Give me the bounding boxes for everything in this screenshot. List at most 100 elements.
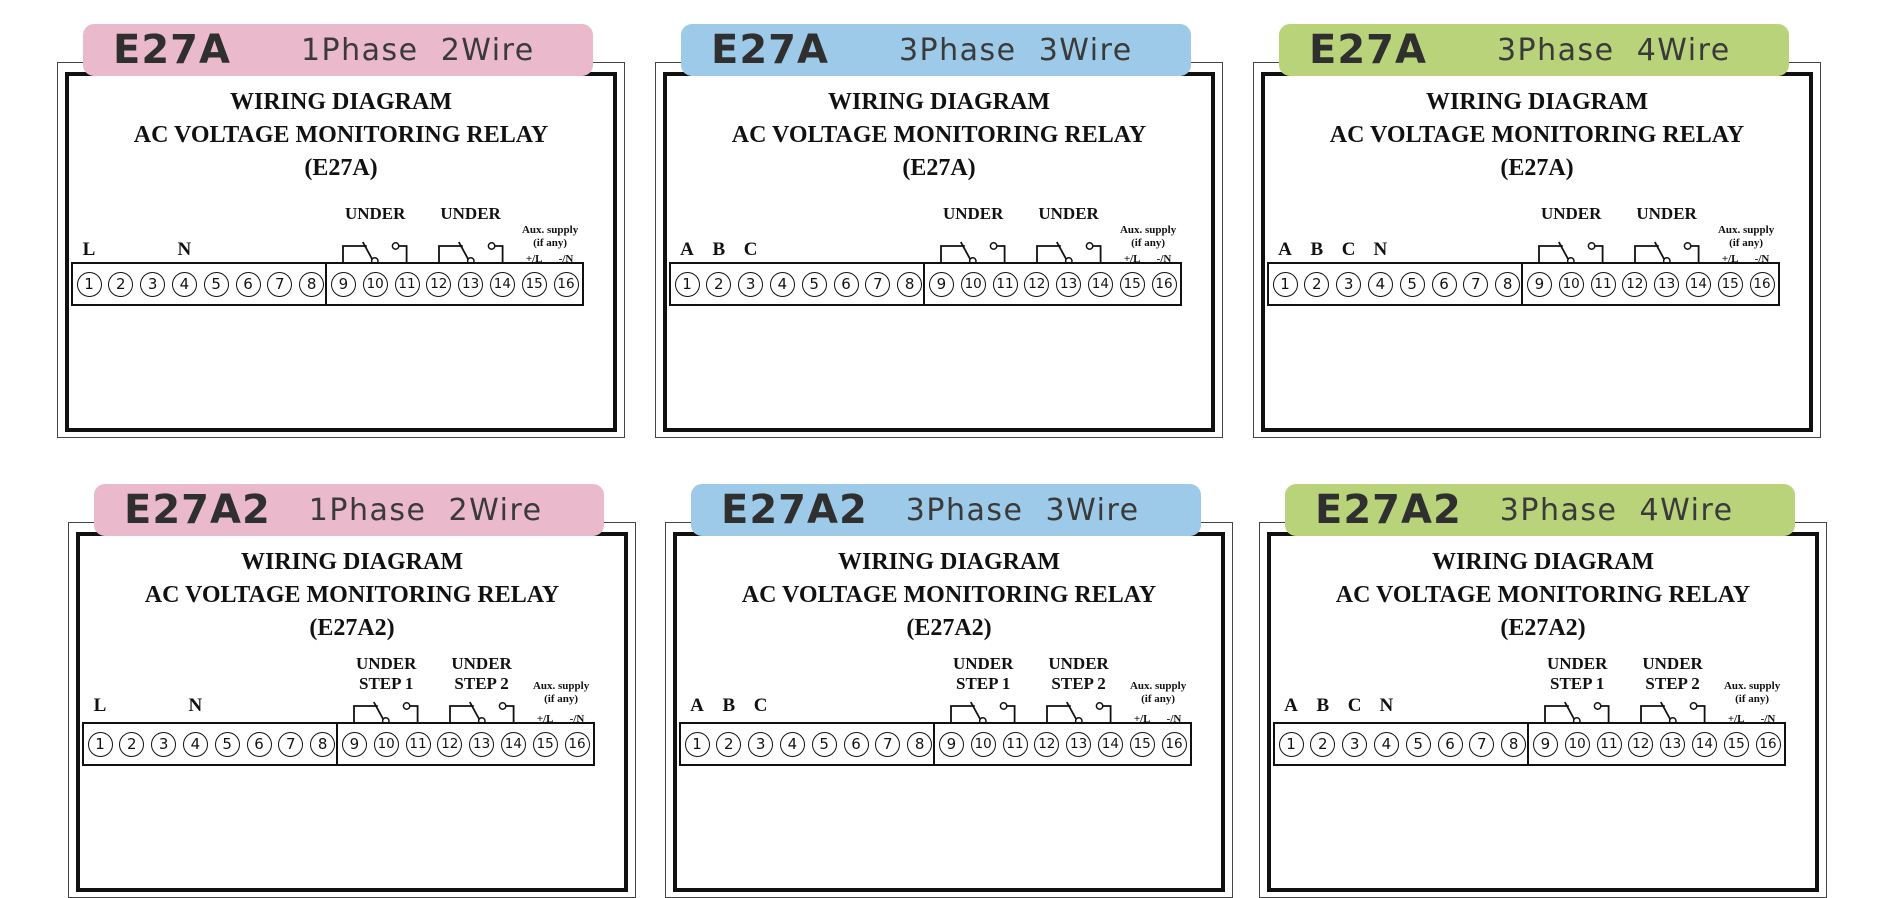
input-label: A [1284, 695, 1298, 716]
input-label: N [1379, 695, 1394, 716]
aux-supply-label: Aux. supply [1129, 680, 1187, 692]
terminal-number: 9 [928, 271, 954, 297]
terminal-number: 12 [1034, 731, 1060, 757]
terminal-number: 16 [1749, 271, 1775, 297]
terminal-number: 16 [553, 271, 579, 297]
terminal-number: 4 [182, 731, 208, 757]
input-label: L [82, 239, 96, 260]
terminal-number: 1 [674, 271, 700, 297]
aux-supply-note: (if any) [1729, 237, 1764, 249]
phase-wire-spec: 1Phase 2Wire [300, 32, 535, 68]
terminal-number: 5 [811, 731, 837, 757]
panel-inner-frame [76, 532, 628, 892]
diagram-title-line: (E27A) [304, 155, 378, 181]
relay-label: UNDER [355, 654, 417, 673]
terminal-number: 1 [1272, 271, 1298, 297]
terminal-number: 6 [1431, 271, 1457, 297]
terminal-number: 10 [960, 271, 986, 297]
relay-label: UNDER [451, 654, 512, 673]
terminal-number: 15 [1723, 731, 1749, 757]
terminal-number: 8 [1501, 731, 1527, 757]
diagram-title-line: (E27A2) [309, 615, 395, 641]
diagram-title-line: (E27A) [1500, 155, 1574, 181]
model-name: E27A2 [1315, 487, 1462, 533]
terminal-number: 15 [532, 731, 558, 757]
terminal-number: 11 [992, 271, 1018, 297]
terminal-number: 10 [1558, 271, 1584, 297]
input-label: N [177, 239, 192, 260]
panel-header-tab: E27A 3Phase 3Wire [681, 24, 1191, 76]
diagram-title-line: AC VOLTAGE MONITORING RELAY [144, 582, 560, 608]
terminal-number: 7 [865, 271, 891, 297]
terminal-number: 5 [1405, 731, 1431, 757]
terminal-number: 3 [151, 731, 177, 757]
terminal-number: 7 [1463, 271, 1489, 297]
aux-supply-note: (if any) [533, 237, 568, 249]
relay-step-label: STEP 1 [1550, 674, 1605, 693]
diagram-title-line: AC VOLTAGE MONITORING RELAY [731, 122, 1147, 148]
diagram-title-line: AC VOLTAGE MONITORING RELAY [133, 122, 549, 148]
terminal-number: 12 [437, 731, 463, 757]
terminal-number: 7 [267, 271, 293, 297]
diagram-title-line: (E27A) [902, 155, 976, 181]
diagram-title-line: WIRING DIAGRAM [241, 549, 463, 575]
input-label: C [743, 239, 758, 260]
terminal-number: 9 [1532, 731, 1558, 757]
terminal-number: 1 [87, 731, 113, 757]
terminal-number: 11 [1596, 731, 1622, 757]
input-label: B [1316, 695, 1330, 716]
terminal-number: 1 [1278, 731, 1304, 757]
terminal-number: 7 [1469, 731, 1495, 757]
model-name: E27A [711, 27, 829, 73]
terminal-number: 16 [1161, 731, 1187, 757]
terminal-number: 15 [1129, 731, 1155, 757]
input-label: A [690, 695, 704, 716]
terminal-number: 3 [748, 731, 774, 757]
diagram-title-line: WIRING DIAGRAM [1432, 549, 1654, 575]
terminal-number: 16 [1151, 271, 1177, 297]
input-label: N [188, 695, 203, 716]
terminal-number: 2 [108, 271, 134, 297]
terminal-number: 2 [1310, 731, 1336, 757]
terminal-number: 12 [1622, 271, 1648, 297]
relay-label: UNDER [1642, 654, 1703, 673]
terminal-number: 13 [458, 271, 484, 297]
terminal-number: 14 [1097, 731, 1123, 757]
terminal-number: 4 [769, 271, 795, 297]
input-label: A [680, 239, 694, 260]
input-label: C [753, 695, 768, 716]
phase-wire-spec: 3Phase 3Wire [905, 492, 1140, 528]
terminal-number: 6 [833, 271, 859, 297]
aux-supply-note: (if any) [1131, 237, 1166, 249]
relay-label: UNDER [344, 204, 406, 223]
aux-supply-label: Aux. supply [1723, 680, 1781, 692]
terminal-number: 13 [1654, 271, 1680, 297]
terminal-number: 10 [362, 271, 388, 297]
aux-supply-label: Aux. supply [1119, 224, 1177, 236]
relay-step-label: STEP 1 [956, 674, 1011, 693]
input-label: C [1347, 695, 1362, 716]
phase-wire-spec: 1Phase 2Wire [308, 492, 543, 528]
relay-label: UNDER [952, 654, 1014, 673]
terminal-number: 10 [970, 731, 996, 757]
terminal-number: 11 [1590, 271, 1616, 297]
relay-step-label: STEP 2 [454, 674, 509, 693]
terminal-number: 15 [1119, 271, 1145, 297]
terminal-number: 8 [299, 271, 325, 297]
terminal-number: 9 [341, 731, 367, 757]
relay-label: UNDER [1540, 204, 1602, 223]
terminal-number: 2 [119, 731, 145, 757]
terminal-number: 2 [716, 731, 742, 757]
terminal-number: 11 [1002, 731, 1028, 757]
terminal-number: 10 [373, 731, 399, 757]
terminal-number: 3 [1342, 731, 1368, 757]
terminal-number: 8 [897, 271, 923, 297]
terminal-number: 14 [1685, 271, 1711, 297]
input-label: B [712, 239, 726, 260]
phase-wire-spec: 3Phase 4Wire [1496, 32, 1731, 68]
phase-wire-spec: 3Phase 3Wire [898, 32, 1133, 68]
